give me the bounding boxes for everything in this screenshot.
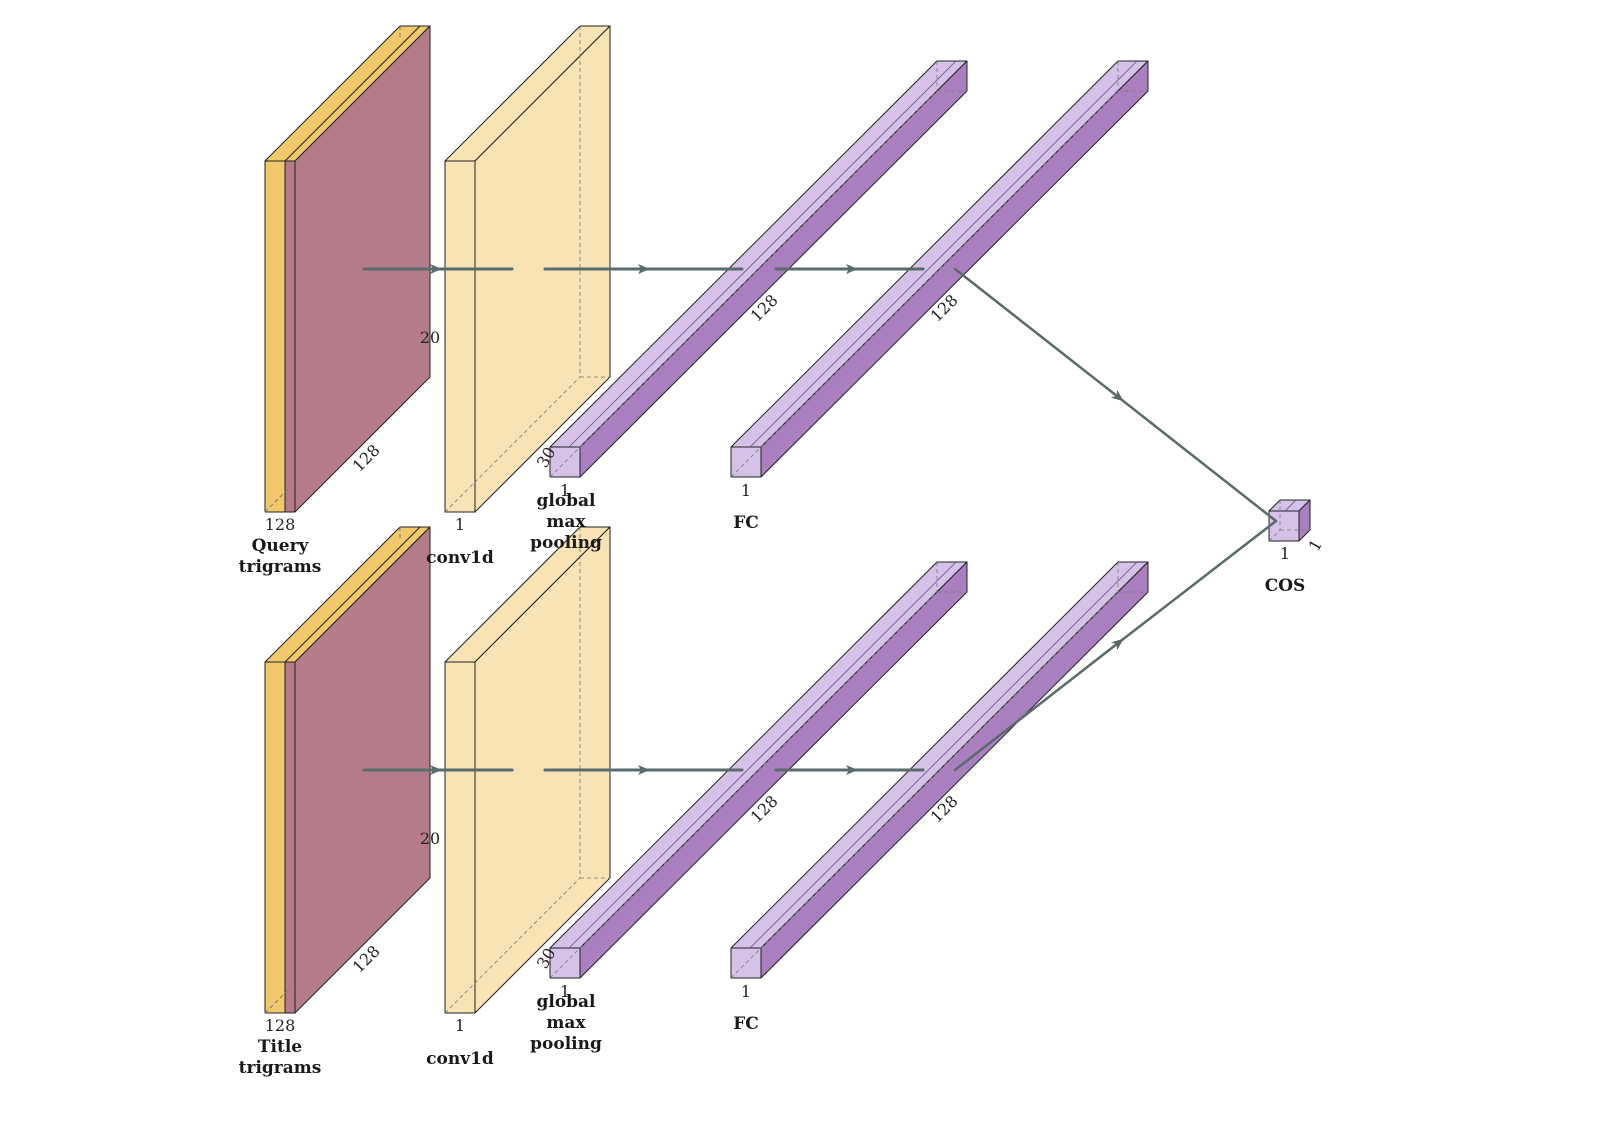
pooling-vector-top [549,561,968,949]
merge-arrow-top [953,267,1124,402]
fc-caption: FC [733,1014,759,1034]
input-caption: Title [258,1037,302,1057]
input-volume-front-orange [264,160,286,513]
cos-depth-label: 1 [1304,536,1326,554]
pooling-caption: pooling [530,533,602,553]
pooling-vector-stripe [568,60,957,448]
merge-line-bottom [1120,519,1278,642]
pooling-width-label: 1 [560,982,570,1001]
input-volume-front-mauve [284,160,296,513]
conv-caption: conv1d [426,548,494,568]
fc-vector-stripe [749,60,1138,448]
merge-arrow-bottom [953,638,1124,772]
input-height-label: 20 [420,829,440,848]
pooling-vector-hidden-edge [549,90,938,478]
pooling-caption: max [546,1013,586,1033]
conv-volume-hidden-edge [444,877,581,1014]
pooling-vector-top [549,60,968,448]
conv-volume [444,526,611,1014]
cos-width-label: 1 [1280,544,1290,563]
fc-width-label: 1 [741,982,751,1001]
merge-line-top [1120,398,1278,523]
input-caption: trigrams [239,557,322,577]
input-volume-front-orange [264,661,286,1014]
input-width-label: 128 [265,1016,296,1035]
fc-caption: FC [733,513,759,533]
conv-width-label: 1 [455,515,465,534]
pooling-width-label: 1 [560,481,570,500]
input-height-label: 20 [420,328,440,347]
pooling-caption: pooling [530,1034,602,1054]
conv-volume-front [444,160,476,513]
pooling-vector-hidden-edge [549,591,938,979]
conv-volume-hidden-edge [444,376,581,513]
input-volume-hidden-edge [264,486,291,513]
pooling-vector-stripe [568,561,957,949]
input-volume-edge [284,526,421,663]
pooling-caption: global [536,491,596,511]
fc-vector-hidden-edge [730,591,1119,979]
fc-vector-hidden-edge [730,90,1119,478]
input-volume-front-mauve [284,661,296,1014]
conv-volume [444,25,611,513]
pooling-vector [549,561,968,979]
conv-caption: conv1d [426,1049,494,1069]
input-volume-edge [284,25,421,162]
pooling-caption: global [536,992,596,1012]
cos-cube-front [1268,510,1300,542]
conv-volume-front [444,661,476,1014]
pooling-caption: max [546,512,586,532]
input-caption: trigrams [239,1058,322,1078]
cos-cube-hidden-edge [1268,529,1281,542]
cos-cube [1268,499,1311,542]
cos-caption: COS [1265,576,1306,596]
fc-width-label: 1 [741,481,751,500]
cos-cube-stripe [1284,499,1297,512]
fc-vector-stripe [749,561,1138,949]
input-width-label: 128 [265,515,296,534]
input-volume-hidden-edge [264,987,291,1014]
input-volume [264,526,431,1014]
pooling-vector [549,60,968,478]
conv-width-label: 1 [455,1016,465,1035]
input-caption: Query [252,536,310,556]
